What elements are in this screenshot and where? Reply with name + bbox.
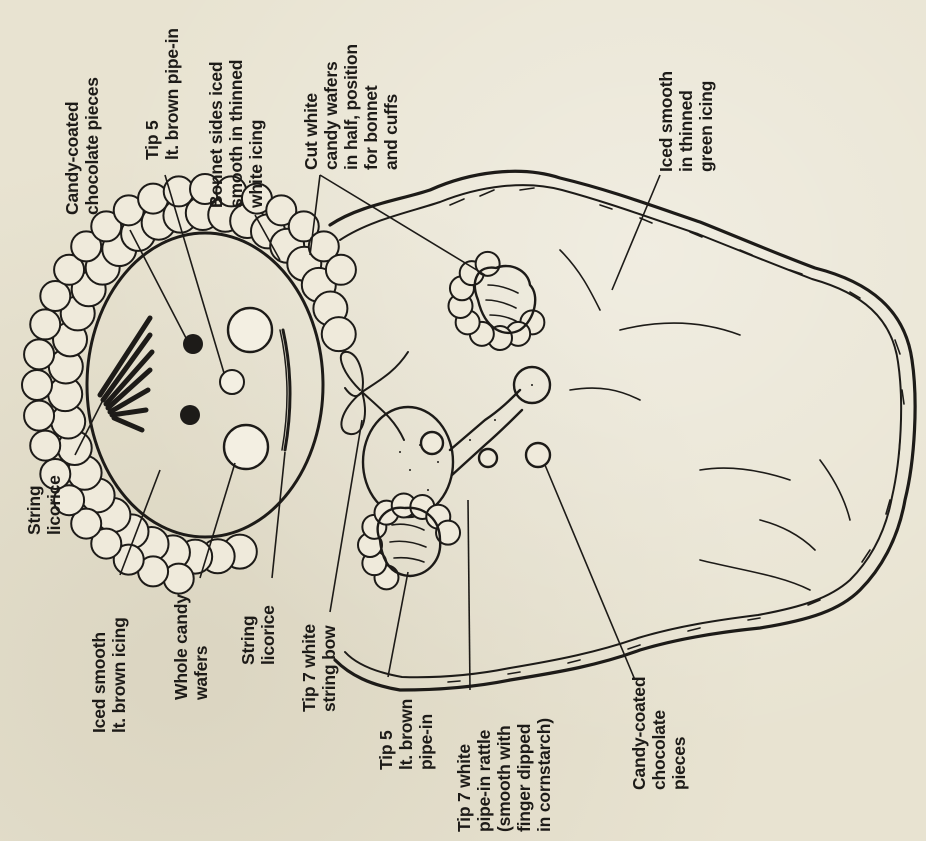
label-line: (smooth with (494, 726, 514, 832)
scallop-wafer (40, 281, 70, 311)
label-iced-smooth-green: Iced smooth in thinned green icing (656, 71, 716, 172)
scallop-wafer (24, 339, 54, 369)
button-candy-bottom (526, 443, 550, 467)
label-line: chocolate pieces (82, 77, 102, 215)
scallop-wafer (30, 309, 60, 339)
label-iced-smooth-brown: Iced smooth lt. brown icing (89, 617, 129, 733)
label-line: finger dipped (514, 724, 534, 832)
label-line: Tip 7 white (299, 624, 319, 712)
label-line: lt. brown (396, 699, 416, 770)
label-line: licorice (258, 605, 278, 665)
label-line: pipe-in (416, 714, 436, 770)
scallop-wafer (326, 255, 356, 285)
label-bonnet-sides: Bonnet sides iced smooth in thinned whit… (206, 60, 266, 209)
label-line: green icing (696, 81, 716, 172)
scallop-wafer (322, 317, 356, 351)
label-line: Tip 5 (142, 120, 162, 160)
label-tip5-brown-pipein-bottom: Tip 5 lt. brown pipe-in (376, 699, 436, 770)
scallop-wafer (30, 431, 60, 461)
baby-face (87, 233, 323, 537)
label-line: pipe-in rattle (474, 729, 494, 832)
rattle (363, 367, 550, 517)
label-line: in thinned (676, 90, 696, 172)
licorice-hair (100, 318, 152, 430)
button-candy-top (421, 432, 443, 454)
top-hand-cuff (448, 252, 544, 350)
label-line: pieces (669, 736, 689, 790)
label-line: lt. brown icing (109, 617, 129, 733)
label-line: Iced smooth (89, 632, 109, 733)
label-tip5-brown-pipein-top: Tip 5 lt. brown pipe-in (142, 28, 182, 160)
label-tip7-string-bow: Tip 7 white string bow (299, 624, 339, 712)
label-line: string bow (319, 625, 339, 712)
label-line: Tip 5 (376, 730, 396, 770)
leader-lines (75, 175, 660, 690)
label-cut-white-wafers: Cut white candy wafers in half, position… (301, 44, 401, 170)
label-candy-chocolate-bottom: Candy-coated chocolate pieces (629, 677, 689, 790)
label-line: in half, position (341, 44, 361, 170)
label-line: wafers (191, 645, 211, 701)
label-line: white icing (246, 120, 266, 209)
baby-body-outline (330, 171, 915, 690)
label-string-licorice-bottom: String licorice (238, 605, 278, 665)
bottom-hand-cuff (358, 493, 460, 589)
label-line: String (24, 486, 44, 535)
label-line: lt. brown pipe-in (162, 28, 182, 160)
label-line: Cut white (301, 93, 321, 170)
label-line: licorice (44, 475, 64, 535)
scallop-wafer (24, 401, 54, 431)
label-line: Tip 7 white (454, 744, 474, 832)
label-line: Candy-coated (629, 677, 649, 790)
cheek-wafer-bottom (224, 425, 268, 469)
label-line: Whole candy (171, 594, 191, 700)
label-line: smooth in thinned (226, 60, 246, 208)
label-line: Iced smooth (656, 71, 676, 172)
label-line: for bonnet (361, 85, 381, 170)
button-candy-mid (479, 449, 497, 467)
cheek-wafer-top (228, 308, 272, 352)
label-line: chocolate (649, 710, 669, 790)
scallop-wafer (22, 370, 52, 400)
label-line: Bonnet sides iced (206, 62, 226, 208)
label-tip7-pipein-rattle: Tip 7 white pipe-in rattle (smooth with … (454, 718, 554, 832)
label-line: candy wafers (321, 61, 341, 170)
label-line: Candy-coated (62, 102, 82, 215)
nose-pipe-in (220, 370, 244, 394)
label-candy-chocolate-top: Candy-coated chocolate pieces (62, 77, 102, 215)
label-string-licorice-top: String licorice (24, 475, 64, 535)
label-line: in cornstarch) (534, 718, 554, 832)
label-line: String (238, 616, 258, 665)
right-eye-candy (180, 405, 200, 425)
label-line: and cuffs (381, 94, 401, 170)
bonnet-scallops (22, 174, 356, 594)
label-whole-candy-wafers: Whole candy wafers (171, 594, 211, 701)
